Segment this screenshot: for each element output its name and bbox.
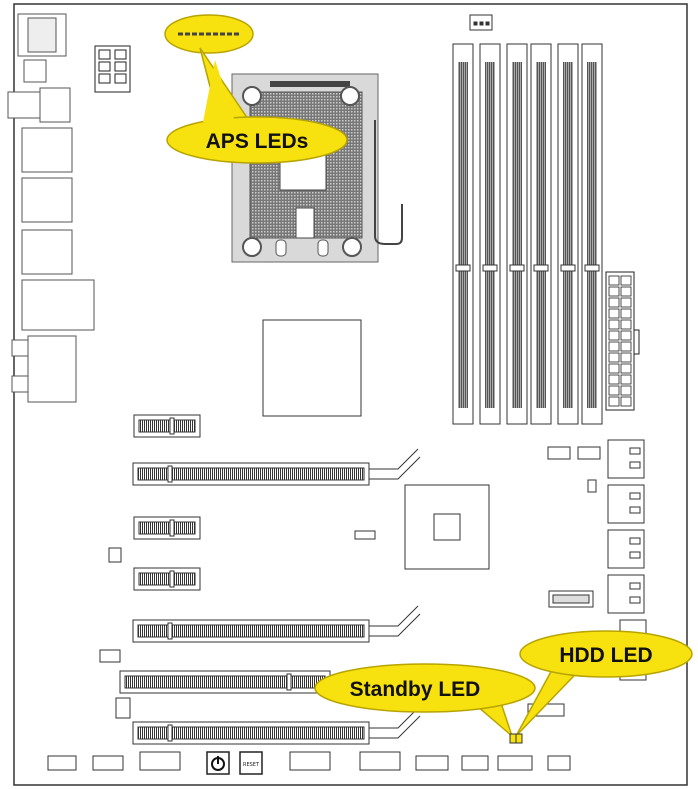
callout-standby-led: Standby LED bbox=[314, 663, 536, 739]
small-headers bbox=[99, 446, 601, 719]
cpu-fan-header bbox=[469, 14, 493, 31]
callout-aps-label: APS LEDs bbox=[206, 130, 309, 153]
cpu-power-connector bbox=[94, 45, 131, 93]
pcie-x1-slot bbox=[133, 567, 201, 591]
chipset-northbridge bbox=[262, 319, 362, 417]
sata-connectors bbox=[607, 439, 647, 681]
atx-power-connector bbox=[605, 271, 640, 411]
cpu-socket bbox=[231, 73, 403, 263]
dimm-slots bbox=[452, 43, 603, 425]
reset-button-label: RESET bbox=[243, 762, 260, 768]
pcie-x16-slot bbox=[132, 605, 421, 643]
callout-standby-label: Standby LED bbox=[350, 678, 481, 701]
aps-leds bbox=[164, 14, 254, 126]
pcie-x1-slot bbox=[133, 516, 201, 540]
pcie-x16-slot bbox=[132, 707, 421, 745]
chipset-southbridge bbox=[404, 484, 490, 570]
dimm-slot bbox=[479, 43, 501, 425]
reset-button: RESET bbox=[239, 751, 263, 775]
dimm-slot bbox=[530, 43, 552, 425]
standby-led-marker bbox=[509, 733, 517, 744]
pcie-x1-slot bbox=[133, 414, 201, 438]
dimm-slot bbox=[506, 43, 528, 425]
rear-io-panel bbox=[7, 13, 95, 403]
bottom-headers bbox=[47, 703, 571, 771]
callout-hdd-label: HDD LED bbox=[559, 644, 652, 667]
callout-aps-leds: APS LEDs bbox=[166, 60, 348, 164]
callout-hdd-led: HDD LED bbox=[515, 630, 693, 737]
dimm-slot bbox=[581, 43, 603, 425]
power-button bbox=[206, 751, 230, 775]
pcie-x16-slot bbox=[132, 448, 421, 486]
dimm-slot bbox=[452, 43, 474, 425]
hdd-led-marker bbox=[515, 733, 523, 744]
power-icon bbox=[211, 756, 225, 771]
pci-slot bbox=[119, 670, 331, 694]
dimm-slot bbox=[557, 43, 579, 425]
